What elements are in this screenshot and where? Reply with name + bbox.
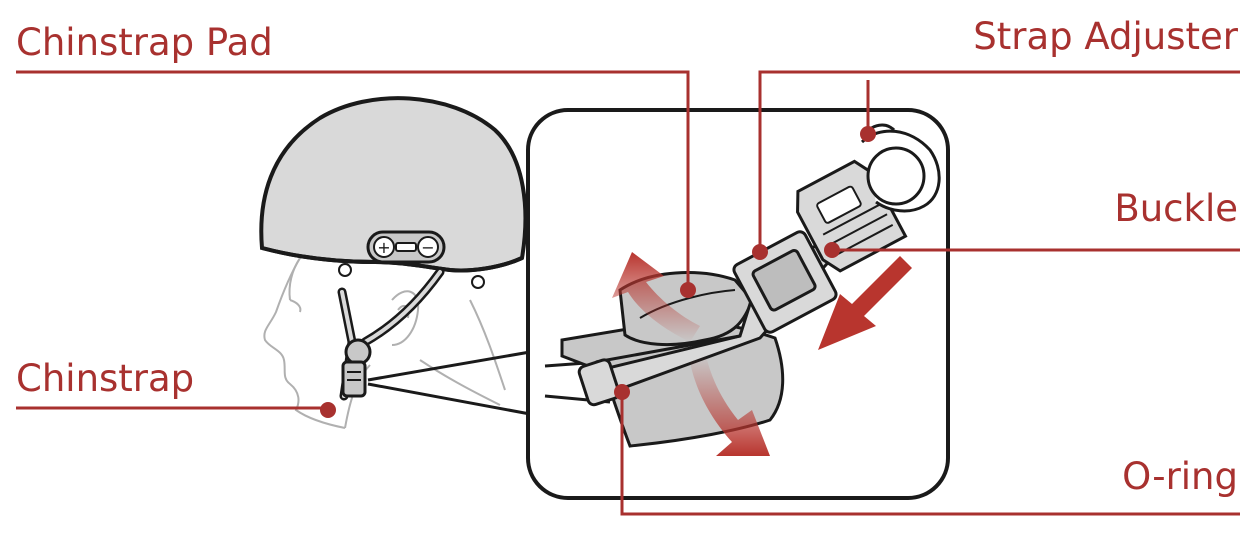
label-chinstrap: Chinstrap <box>16 357 195 400</box>
straight-arrow-icon <box>818 256 912 350</box>
callout-leaders <box>16 70 1240 516</box>
callout-dots <box>320 126 876 418</box>
label-chinstrap-pad: Chinstrap Pad <box>16 21 273 64</box>
fingers <box>860 123 941 213</box>
label-buckle: Buckle <box>1114 187 1238 230</box>
dot-o-ring <box>614 384 630 400</box>
helmet-vent-hole <box>471 275 485 289</box>
helmet-brim <box>261 246 523 273</box>
dot-chinstrap-pad <box>680 282 696 298</box>
helmet-buckle <box>341 338 372 398</box>
minus-button-icon <box>417 236 439 258</box>
dot-strap-adjuster <box>752 244 768 260</box>
dot-chinstrap <box>320 402 336 418</box>
dot-buckle <box>824 242 840 258</box>
curved-arrow-up-icon <box>612 252 700 342</box>
plus-button-icon <box>373 236 395 258</box>
webbing-strap-lower <box>595 334 741 364</box>
helmet-vent-hole <box>338 263 352 277</box>
dot-finger <box>860 126 876 142</box>
detail-inset <box>544 123 941 456</box>
zoom-connector <box>367 350 531 416</box>
plus-symbol: + <box>377 238 390 257</box>
leader-chinstrap-pad <box>16 70 690 290</box>
o-ring <box>577 358 621 407</box>
curved-arrow-down-icon <box>690 356 770 456</box>
label-strap-adjuster: Strap Adjuster <box>973 15 1238 58</box>
leader-strap-adjuster <box>758 70 1240 252</box>
minus-symbol: − <box>421 238 434 257</box>
leader-o-ring <box>620 392 1240 516</box>
label-o-ring: O-ring <box>1122 455 1238 498</box>
helmet: + − <box>259 96 528 401</box>
comm-device: + − <box>366 230 446 264</box>
